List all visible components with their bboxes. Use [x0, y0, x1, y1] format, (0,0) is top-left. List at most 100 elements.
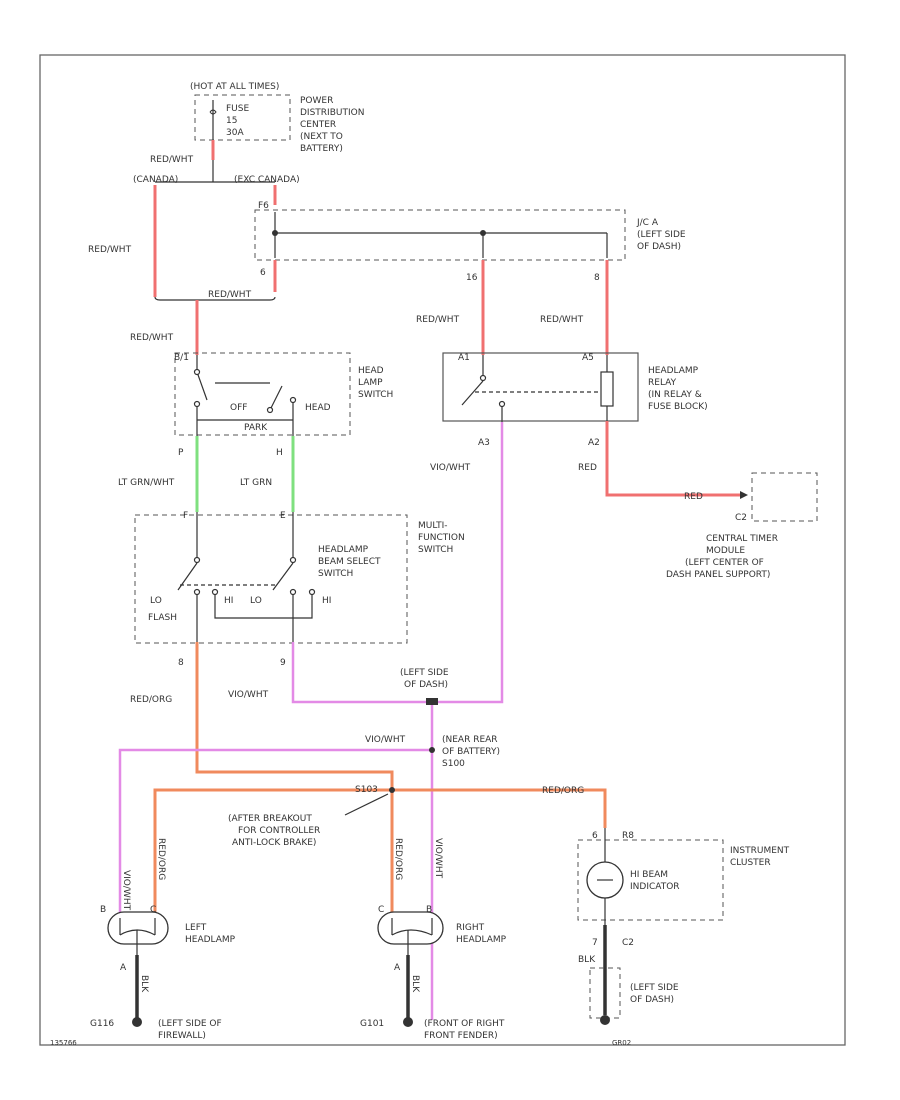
- left-headlamp: B C LEFT HEADLAMP A: [100, 905, 236, 973]
- mf-contact-2: [272, 562, 294, 591]
- pdc-box: [194, 94, 291, 141]
- wire-label-vio-wht-rh: VIO/WHT: [433, 838, 443, 879]
- mf-pin-e: E: [280, 511, 286, 521]
- cl-ground-label: (LEFT SIDE OF DASH): [630, 983, 681, 1005]
- rh-pin-c: C: [378, 905, 384, 915]
- headlamp-beam-select-switch-label: HEADLAMP BEAM SELECT SWITCH: [318, 545, 383, 579]
- rh-pin-a: A: [394, 963, 401, 973]
- lh-pin-a: A: [120, 963, 127, 973]
- ground-g116: [132, 1017, 142, 1027]
- wire-label-blk-rh: BLK: [410, 975, 420, 993]
- ground-g101-location: (FRONT OF RIGHT FRONT FENDER): [424, 1019, 507, 1041]
- hs-contact-2: [269, 385, 283, 411]
- s103-label: S103: [355, 785, 378, 795]
- wire-label-red-wht-jc1: RED/WHT: [416, 315, 460, 325]
- mf-terminal-hi1: [211, 588, 219, 596]
- splice-s103: [389, 787, 395, 793]
- dash-splice-label: (LEFT SIDE OF DASH): [400, 668, 451, 690]
- merge-bracket: [154, 296, 276, 301]
- ground-g116-label: G116: [90, 1019, 114, 1029]
- s100-label: (NEAR REAR OF BATTERY) S100: [442, 735, 503, 769]
- mf-terminal-1: [193, 556, 201, 564]
- jc-pin-b: 6: [260, 268, 266, 278]
- cl-pin-c2: C2: [622, 938, 634, 948]
- footer-ref-left: 135766: [50, 1039, 77, 1047]
- wire-red-org-bus: [153, 788, 607, 915]
- hs-terminal-3: [266, 406, 274, 414]
- jc-pin-16: 16: [466, 273, 478, 283]
- wire-label-red-org-cl: RED/ORG: [542, 786, 584, 796]
- wire-label-red-wht-3: RED/WHT: [208, 290, 252, 300]
- relay-pin-a1: A1: [458, 353, 470, 363]
- lh-pin-c: C: [150, 905, 156, 915]
- wire-label-red-org: RED/ORG: [130, 695, 172, 705]
- relay-terminal-2: [498, 400, 506, 408]
- left-headlamp-label: LEFT HEADLAMP: [185, 923, 236, 945]
- jc-pin-8: 8: [594, 273, 600, 283]
- hs-park-label: PARK: [244, 423, 268, 433]
- after-breakout-label: (AFTER BREAKOUT FOR CONTROLLER ANTI-LOCK…: [228, 814, 323, 848]
- wire-label-red-wht-2: RED/WHT: [88, 245, 132, 255]
- mf-pin-f: F: [183, 511, 188, 521]
- mf-pin-9: 9: [280, 658, 286, 668]
- hs-terminal-1: [193, 400, 201, 408]
- cl-pin-top: 6: [592, 831, 598, 841]
- wire-label-red-ctm: RED: [684, 492, 703, 502]
- s103-leader: [344, 793, 389, 816]
- wire-red-org-mf: [195, 642, 394, 790]
- ground-cl: [600, 1015, 610, 1025]
- relay-pin-a3: A3: [478, 438, 490, 448]
- mf-lo1-label: LO: [150, 596, 162, 606]
- ground-g101: [403, 1017, 413, 1027]
- hs-terminal-2: [193, 368, 201, 376]
- mf-terminal-lo1: [193, 588, 201, 596]
- wire-label-vio-wht-s100: VIO/WHT: [365, 735, 406, 745]
- wire-label-vio-wht-relay: VIO/WHT: [430, 463, 471, 473]
- diagram-frame: [39, 54, 846, 1046]
- instrument-cluster-box: [577, 839, 724, 921]
- fuse-symbol: [209, 109, 217, 115]
- mf-terminal-lo2: [289, 588, 297, 596]
- wire-relay-a3-vio: [432, 422, 504, 704]
- central-timer-module-label: CENTRAL TIMER MODULE (LEFT CENTER OF DAS…: [666, 534, 781, 580]
- mf-contact-1: [177, 562, 198, 591]
- ctm-box: [751, 472, 818, 522]
- hs-pin-top: B/1: [174, 353, 189, 363]
- relay-coil: [600, 371, 614, 407]
- hs-pin-h: H: [276, 448, 283, 458]
- wire-label-vio-wht-lh: VIO/WHT: [121, 870, 131, 911]
- multi-function-switch: F E LO HI LO HI FLASH HEADLAMP BEAM SELE…: [134, 511, 468, 668]
- footer-ref-right: GR02: [612, 1039, 631, 1047]
- wire-label-red-wht-jc2: RED/WHT: [540, 315, 584, 325]
- ground-g101-label: G101: [360, 1019, 384, 1029]
- mf-terminal-2: [289, 556, 297, 564]
- instrument-cluster-label: INSTRUMENT CLUSTER: [730, 846, 792, 868]
- ctm-pin: C2: [735, 513, 747, 523]
- multi-function-box: [134, 514, 408, 644]
- wire-relay-ctm: [605, 421, 740, 497]
- relay-contact: [461, 380, 484, 406]
- wire-label-red-relay: RED: [578, 463, 597, 473]
- wire-label-red-wht-4: RED/WHT: [130, 333, 174, 343]
- jc-box: [254, 209, 626, 261]
- dash-splice-connector: [426, 698, 438, 705]
- rh-filament-arc: [391, 929, 433, 936]
- head-lamp-switch-box: [174, 352, 351, 436]
- headlamp-relay-label: HEADLAMP RELAY (IN RELAY & FUSE BLOCK): [648, 366, 708, 412]
- mf-pin-8: 8: [178, 658, 184, 668]
- ctm-connector-arrow: [740, 491, 748, 499]
- wire-label-lt-grn-wht: LT GRN/WHT: [118, 478, 175, 488]
- fuse-rating: 30A: [226, 128, 244, 138]
- mf-lo2-label: LO: [250, 596, 262, 606]
- fuse-label: FUSE: [226, 104, 249, 114]
- instrument-cluster: 6 R8 HI BEAM INDICATOR INSTRUMENT CLUSTE…: [577, 828, 792, 948]
- junction-connector-a: F6 J/C A (LEFT SIDE OF DASH) 6 16 8: [254, 201, 686, 283]
- multi-function-switch-label: MULTI- FUNCTION SWITCH: [418, 521, 468, 555]
- fuse-number: 15: [226, 116, 237, 126]
- wire-label-vio-wht-mf: VIO/WHT: [228, 690, 269, 700]
- hi-beam-indicator-label: HI BEAM INDICATOR: [630, 870, 680, 892]
- right-headlamp-label: RIGHT HEADLAMP: [456, 923, 507, 945]
- power-distribution-center: (HOT AT ALL TIMES) FUSE 15 30A POWER DIS…: [190, 82, 364, 154]
- headlamp-relay: A1 A5 HEADLAMP RELAY (IN RELAY & FUSE BL…: [442, 352, 708, 448]
